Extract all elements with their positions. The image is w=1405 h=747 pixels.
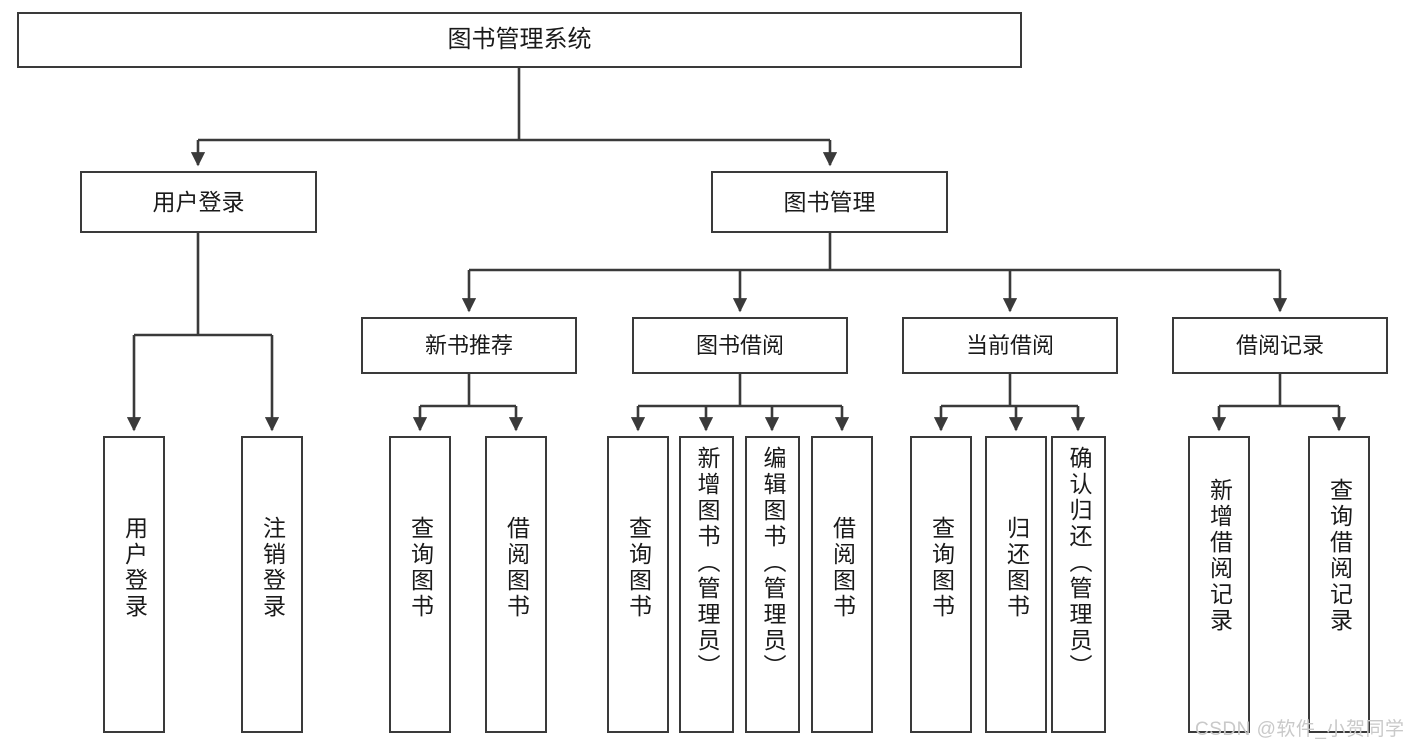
leaf-user-login-label: 用户登录: [121, 516, 148, 620]
leaf-query-book-2[interactable]: 查询图书: [607, 436, 669, 733]
leaf-query-book-1[interactable]: 查询图书: [389, 436, 451, 733]
node-book-manage[interactable]: 图书管理: [711, 171, 948, 233]
leaf-add-record-label: 新增借阅记录: [1206, 478, 1233, 634]
leaf-query-book-3[interactable]: 查询图书: [910, 436, 972, 733]
node-new-book-rec[interactable]: 新书推荐: [361, 317, 577, 374]
leaf-borrow-book-2-label: 借阅图书: [829, 516, 856, 620]
leaf-add-book-label: 新增图书（管理员）: [694, 446, 720, 680]
node-borrow-record-label: 借阅记录: [1235, 332, 1324, 358]
leaf-return-book[interactable]: 归还图书: [985, 436, 1047, 733]
leaf-add-record[interactable]: 新增借阅记录: [1188, 436, 1250, 733]
leaf-borrow-book-1[interactable]: 借阅图书: [485, 436, 547, 733]
leaf-edit-book[interactable]: 编辑图书（管理员）: [745, 436, 800, 733]
leaf-edit-book-label: 编辑图书（管理员）: [760, 446, 786, 680]
node-borrow-record[interactable]: 借阅记录: [1172, 317, 1388, 374]
leaf-query-record[interactable]: 查询借阅记录: [1308, 436, 1370, 733]
leaf-add-book[interactable]: 新增图书（管理员）: [679, 436, 734, 733]
leaf-borrow-book-2[interactable]: 借阅图书: [811, 436, 873, 733]
node-current-borrow-label: 当前借阅: [965, 332, 1054, 358]
node-book-borrow-label: 图书借阅: [695, 332, 784, 358]
leaf-confirm-return[interactable]: 确认归还（管理员）: [1051, 436, 1106, 733]
node-new-book-rec-label: 新书推荐: [424, 332, 513, 358]
leaf-query-record-label: 查询借阅记录: [1326, 478, 1353, 634]
leaf-return-book-label: 归还图书: [1003, 516, 1030, 620]
node-user-login[interactable]: 用户登录: [80, 171, 317, 233]
node-user-login-label: 用户登录: [152, 188, 245, 215]
node-book-borrow[interactable]: 图书借阅: [632, 317, 848, 374]
leaf-user-logout[interactable]: 注销登录: [241, 436, 303, 733]
leaf-query-book-3-label: 查询图书: [928, 516, 955, 620]
leaf-borrow-book-1-label: 借阅图书: [503, 516, 530, 620]
leaf-user-login[interactable]: 用户登录: [103, 436, 165, 733]
node-book-manage-label: 图书管理: [783, 188, 876, 215]
node-root-system[interactable]: 图书管理系统: [17, 12, 1022, 68]
leaf-query-book-1-label: 查询图书: [407, 516, 434, 620]
node-root-label: 图书管理系统: [447, 26, 592, 54]
node-current-borrow[interactable]: 当前借阅: [902, 317, 1118, 374]
csdn-watermark: CSDN @软件_小贺同学: [1195, 719, 1405, 740]
leaf-user-logout-label: 注销登录: [259, 516, 286, 620]
leaf-query-book-2-label: 查询图书: [625, 516, 652, 620]
leaf-confirm-return-label: 确认归还（管理员）: [1066, 446, 1092, 680]
